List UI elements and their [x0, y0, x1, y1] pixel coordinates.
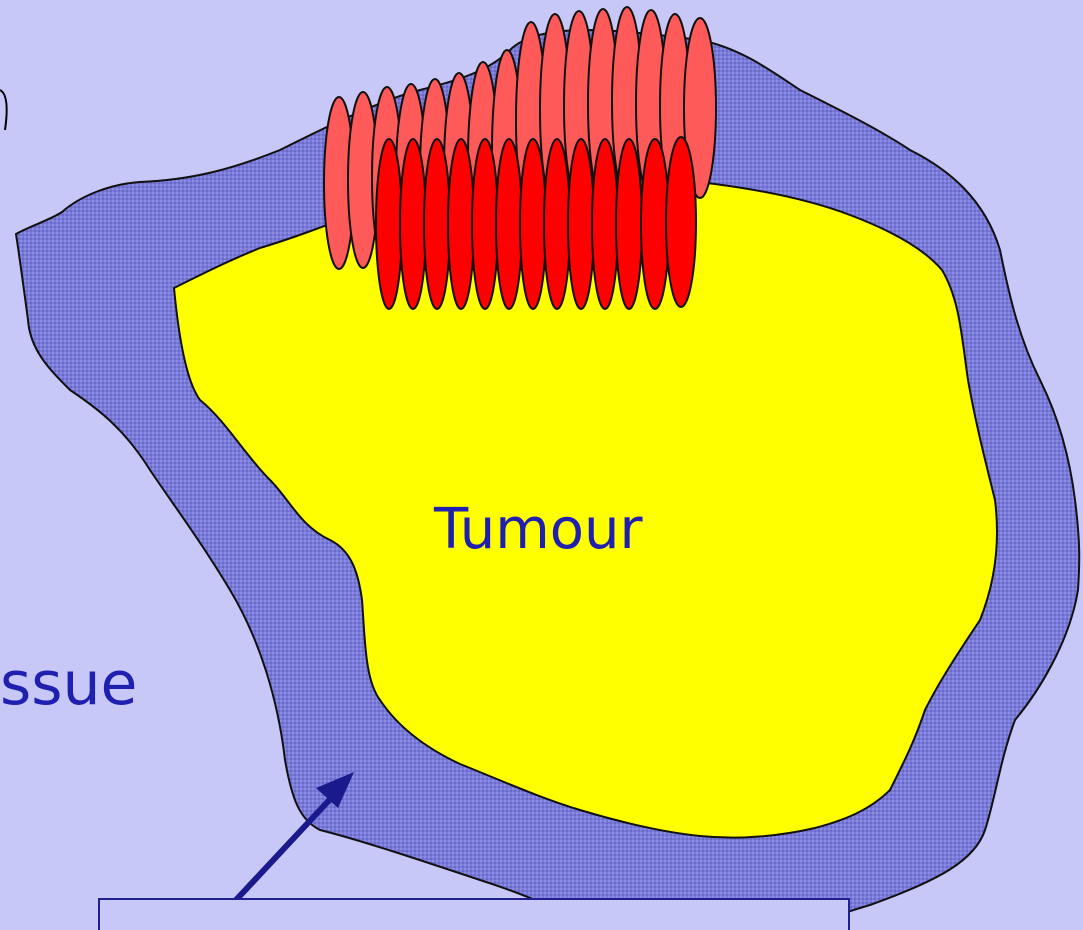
beam-ellipse: [400, 139, 426, 309]
beam-ellipse: [496, 139, 522, 309]
beam-ellipse: [568, 139, 594, 309]
beam-ellipse: [424, 139, 450, 309]
edge-stroke: [0, 90, 7, 130]
beam-ellipse: [641, 139, 669, 309]
tumour-label: Tumour: [434, 500, 643, 560]
caption-box: [98, 898, 850, 930]
tissue-label: ssue: [0, 652, 137, 716]
arrow-pointer-icon: [222, 772, 354, 915]
beam-ellipse: [520, 139, 546, 309]
beam-ellipse: [376, 139, 402, 309]
beam-ellipse: [592, 139, 618, 309]
beam-ellipse: [544, 139, 570, 309]
beam-ellipse: [448, 139, 474, 309]
beam-ellipse: [616, 139, 642, 309]
beam-ellipse: [472, 139, 498, 309]
beam-ellipse: [666, 137, 696, 307]
